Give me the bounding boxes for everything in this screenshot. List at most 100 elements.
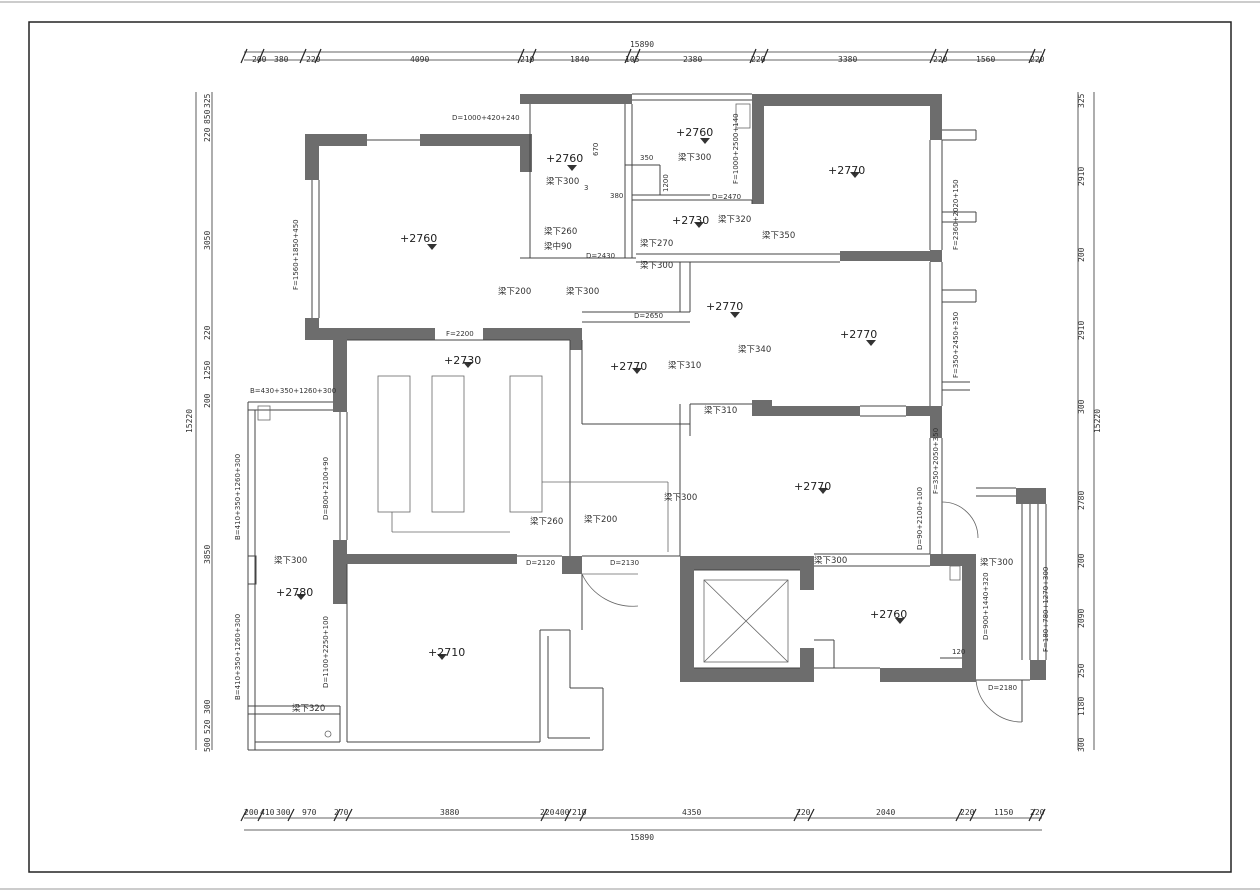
top-dim-6: 105 [625,55,640,64]
right-dim-2: 200 [1077,247,1086,262]
right-dim-6: 200 [1077,553,1086,568]
beam-note: 梁下300 [566,287,599,297]
left-dim-6: 200 [203,393,212,408]
bottom-dim-14: 220 [1030,808,1045,817]
left-dimension-chain: 15220 325 220 850 3050 220 1250 200 3850… [185,92,213,752]
opening-note: F=2200 [446,330,474,338]
right-dim-1: 2910 [1077,167,1086,186]
elevation-label: +2770 [828,164,865,177]
beam-note: 梁下300 [274,556,307,566]
small-dim: 3 [584,184,588,192]
opening-note: F=1560+1850+450 [292,219,300,290]
beam-note: 梁下300 [546,177,579,187]
bottom-dim-3: 970 [302,808,317,817]
right-dim-0: 325 [1077,93,1086,108]
elevation-label: +2770 [840,328,877,341]
top-dim-9: 3380 [838,55,857,64]
structural-walls [305,94,1046,682]
top-dim-4: 210 [520,55,535,64]
right-dim-5: 2780 [1077,491,1086,510]
bottom-dim-7: 400 [555,808,570,817]
right-dim-4: 300 [1077,399,1086,414]
right-dim-9: 1180 [1077,697,1086,716]
left-dim-5: 1250 [203,361,212,380]
opening-note: D=1000+420+240 [452,114,520,122]
beam-note: 梁下200 [498,287,531,297]
opening-note: D=2430 [586,252,615,260]
beam-note: 梁下270 [640,239,673,249]
bottom-total-dim: 15890 [630,833,654,842]
elevation-label: +2710 [428,646,465,659]
small-dim: 120 [952,648,965,656]
right-total-dim: 15220 [1093,409,1102,433]
right-dim-8: 250 [1077,663,1086,678]
sheet-border [28,21,1232,873]
top-dim-8: 220 [751,55,766,64]
small-dim: 350 [640,154,653,162]
opening-note: F=350+2050+350 [932,428,940,494]
bottom-dim-13: 1150 [994,808,1013,817]
furniture-outlines [257,103,961,738]
beam-note: 梁下320 [718,215,751,225]
left-dim-1: 220 [203,127,212,142]
left-dim-8: 300 [203,699,212,714]
bottom-dim-8: 210 [572,808,587,817]
opening-note: B=410+350+1260+300 [234,614,242,700]
beam-note: 梁下300 [678,153,711,163]
left-total-dim: 15220 [185,409,194,433]
bottom-dim-2: 300 [276,808,291,817]
elevation-label: +2730 [444,354,481,367]
beam-note: 梁下300 [640,261,673,271]
dimension-ticks [240,48,1046,822]
beam-note: 梁下300 [814,556,847,566]
elevation-label: +2770 [610,360,647,373]
bottom-dim-4: 270 [334,808,349,817]
top-dim-1: 380 [274,55,289,64]
opening-note: D=800+2100+90 [322,457,330,520]
opening-note: D=90+2100+100 [916,487,924,550]
opening-note: F=180+780+1270+300 [1042,567,1050,652]
left-dim-4: 220 [203,325,212,340]
bottom-dim-9: 4350 [682,808,701,817]
bottom-dim-0: 200 [244,808,259,817]
top-total-dim: 15890 [630,40,654,49]
elevation-labels: +2760 +2760 +2760 +2770 +2730 +2770 +277… [276,126,907,659]
beam-note: 梁下310 [704,406,737,416]
top-dim-7: 2380 [683,55,702,64]
opening-note: D=2120 [526,559,555,567]
elevation-label: +2770 [706,300,743,313]
left-dim-0: 325 [203,93,212,108]
bottom-dim-12: 220 [960,808,975,817]
beam-note: 梁下260 [530,517,563,527]
bottom-dim-11: 2040 [876,808,895,817]
top-dim-11: 1560 [976,55,995,64]
beam-note: 梁下300 [664,493,697,503]
opening-note: D=2650 [634,312,663,320]
elevation-label: +2760 [676,126,713,139]
small-dim: 380 [610,192,623,200]
beam-note: 梁中90 [544,241,572,252]
opening-note: D=2130 [610,559,639,567]
left-dim-3: 3050 [203,231,212,250]
small-dimensions: 670 350 380 1200 3 120 [584,143,965,656]
opening-note: D=1100+2250+100 [322,616,330,688]
top-dim-3: 4090 [410,55,429,64]
opening-note: B=410+350+1260+300 [234,454,242,540]
small-dim: 670 [592,143,600,156]
right-dimension-chain: 15220 325 2910 200 2910 300 2780 200 209… [1077,92,1102,752]
bottom-dim-10: 220 [796,808,811,817]
elevation-label: +2760 [870,608,907,621]
left-dim-2: 850 [203,109,212,124]
beam-note: 梁下350 [762,231,795,241]
elevation-label: +2770 [794,480,831,493]
bottom-dim-1: 410 [260,808,275,817]
beam-note: 梁下300 [980,558,1013,568]
elevation-markers [296,138,905,660]
opening-note: D=900+1440+320 [982,572,990,640]
top-dimension-chain: 15890 200 380 220 4090 210 1840 105 2380… [244,40,1045,64]
opening-note: F=2360+2020+150 [952,179,960,250]
opening-note: F=1000+2500+140 [732,113,740,184]
partition-lines [247,93,1047,751]
top-dim-10: 220 [933,55,948,64]
opening-note: D=2470 [712,193,741,201]
